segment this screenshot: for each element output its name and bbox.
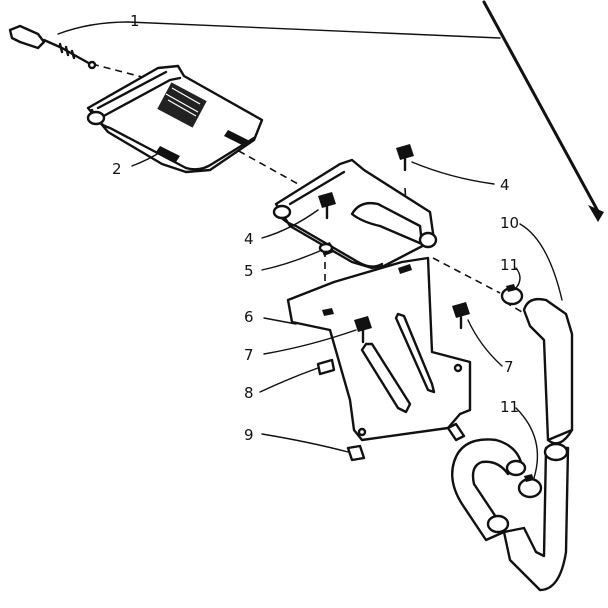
callout-10: 10: [500, 214, 519, 232]
frame-edge: [482, 0, 604, 222]
part-6-mounting-plate: [286, 256, 472, 442]
housing-assembly: [272, 158, 438, 270]
callout-2: 2: [112, 160, 122, 178]
screw-4-top: [396, 144, 414, 172]
callout-4-right: 4: [500, 176, 510, 194]
callout-9: 9: [244, 426, 254, 444]
callout-11-lower: 11: [500, 398, 519, 416]
callout-labels: 1 2 4 4 5 6 7 7 8 9 10 11 11: [112, 12, 519, 444]
part-11-clamp-lower: [517, 474, 543, 499]
part-1-sensor-probe: [8, 24, 97, 70]
screw-7-left: [354, 316, 372, 344]
screw-7-right: [452, 302, 470, 330]
callout-7-right: 7: [504, 358, 514, 376]
part-11-clamp-upper: [500, 284, 524, 306]
part-5-washer: [318, 242, 334, 254]
screw-4-left: [318, 192, 336, 220]
callout-5: 5: [244, 262, 254, 280]
part-10-hose: [451, 297, 574, 592]
part-2-cartridge: [86, 64, 264, 174]
leader-lines: [57, 21, 563, 479]
callout-7-left: 7: [244, 346, 254, 364]
callout-11-upper: 11: [500, 256, 519, 274]
callout-6: 6: [244, 308, 254, 326]
callout-8: 8: [244, 384, 254, 402]
part-9-clip: [346, 444, 366, 462]
callout-1: 1: [130, 12, 140, 30]
part-8-clip: [316, 358, 336, 376]
callout-4-left: 4: [244, 230, 254, 248]
